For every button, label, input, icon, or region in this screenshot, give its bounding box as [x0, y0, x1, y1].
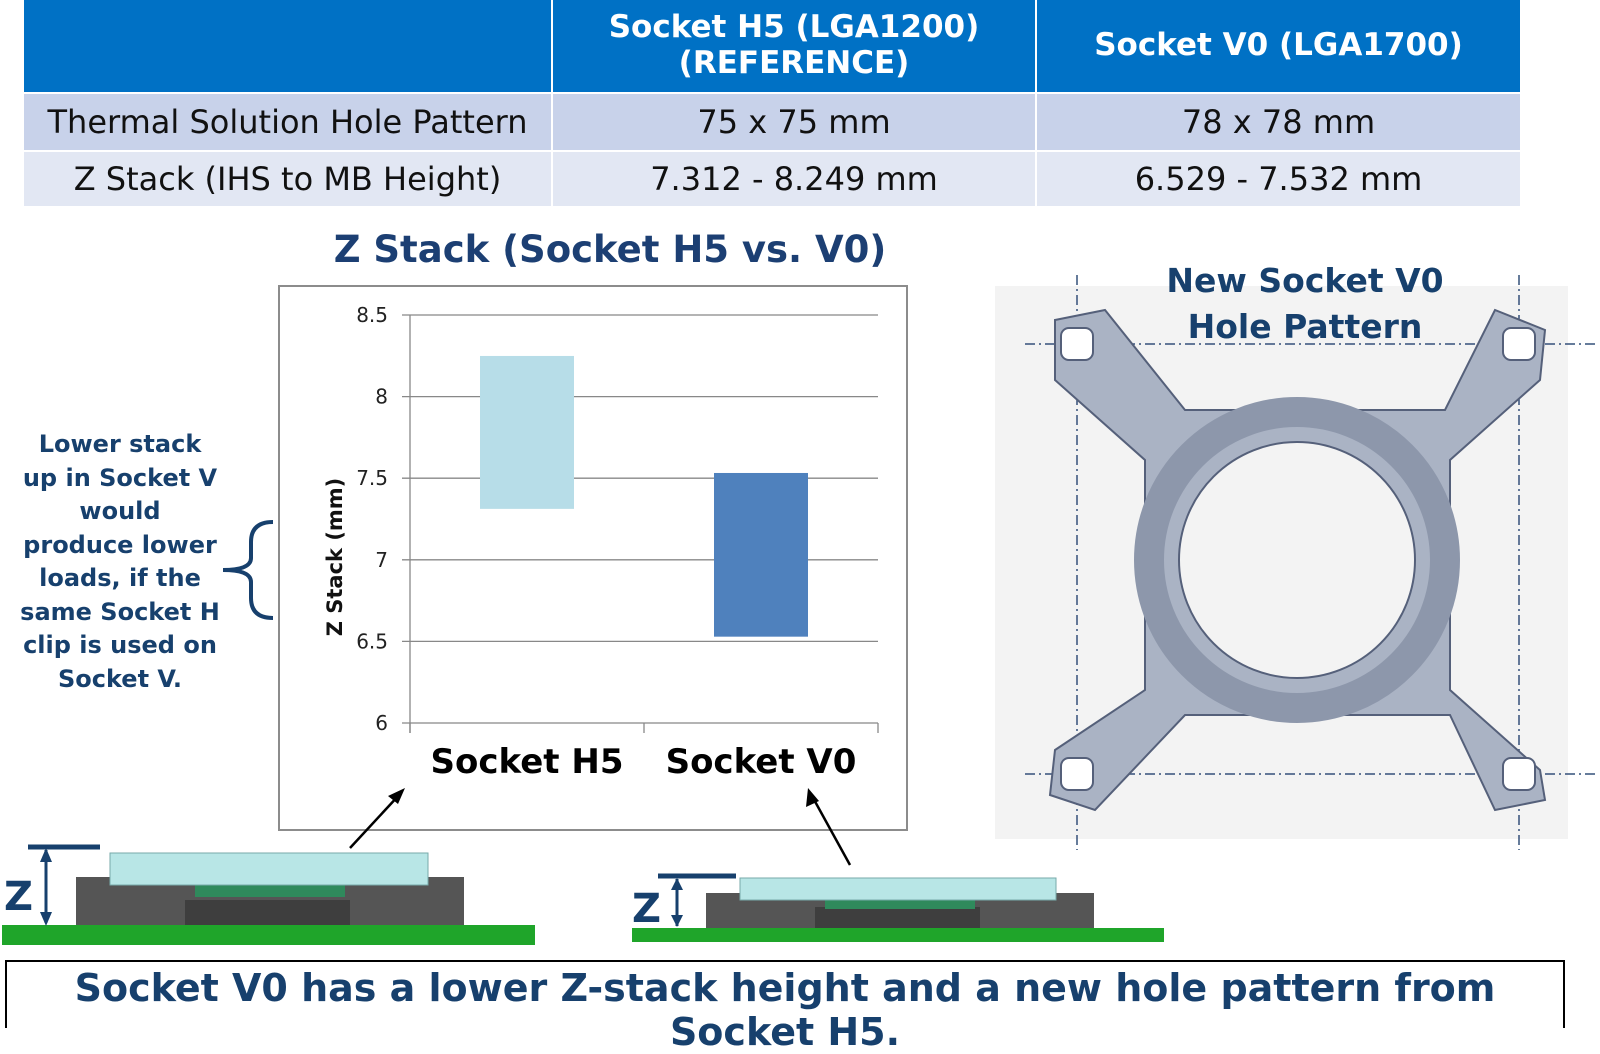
- y-tick-label: 7.5: [356, 466, 388, 490]
- pointer-arrows: [349, 788, 852, 866]
- hole-pattern-title: New Socket V0 Hole Pattern: [1140, 258, 1470, 350]
- row-h5-value: 75 x 75 mm: [553, 94, 1035, 150]
- socket-h5-side-view: Z: [2, 844, 535, 945]
- arrow-to-v0: [810, 795, 852, 866]
- bar-socket-v0: [714, 472, 808, 637]
- bracket-drawing: [1025, 275, 1595, 850]
- row-h5-value: 7.312 - 8.249 mm: [553, 152, 1035, 206]
- y-tick-label: 6: [375, 711, 388, 735]
- hole-pattern-title-line2: Hole Pattern: [1187, 307, 1423, 346]
- row-v0-value: 78 x 78 mm: [1037, 94, 1520, 150]
- row-label: Z Stack (IHS to MB Height): [24, 152, 551, 206]
- header-h5-line1: Socket H5 (LGA1200): [608, 9, 980, 46]
- header-h5-line2: (REFERENCE): [678, 45, 910, 81]
- annotation-line: loads, if the: [39, 564, 201, 592]
- x-category-label: Socket H5: [431, 742, 624, 782]
- arrow-to-h5: [349, 793, 401, 849]
- annotation-text: Lower stack up in Socket V would produce lo…: [10, 428, 230, 696]
- y-tick-label: 6.5: [356, 629, 388, 653]
- table-header-v0: Socket V0 (LGA1700): [1037, 0, 1520, 92]
- table-header-h5: Socket H5 (LGA1200) (REFERENCE): [553, 0, 1035, 92]
- row-label: Thermal Solution Hole Pattern: [24, 94, 551, 150]
- annotation-line: produce lower: [23, 530, 217, 559]
- y-tick-label: 8: [375, 385, 388, 409]
- y-axis-label: Z Stack (mm): [323, 478, 347, 637]
- annotation-line: clip is used on: [23, 631, 217, 659]
- y-tick-label: 8.5: [356, 303, 388, 327]
- annotation-line: Lower stack: [38, 430, 202, 458]
- chart-title: Z Stack (Socket H5 vs. V0): [333, 228, 887, 271]
- hole-pattern-title-line1: New Socket V0: [1166, 261, 1444, 300]
- x-category-label: Socket V0: [666, 742, 857, 782]
- annotation-line: Socket V.: [57, 664, 183, 693]
- annotation-line: would: [79, 497, 161, 525]
- y-tick-label: 7: [375, 548, 388, 572]
- annotation-line: up in Socket V: [22, 463, 218, 492]
- bar-socket-h5: [480, 355, 574, 509]
- summary-banner: Socket V0 has a lower Z-stack height and…: [5, 960, 1565, 1054]
- table-header-empty: [24, 0, 551, 92]
- curly-brace-icon: [222, 520, 274, 620]
- row-v0-value: 6.529 - 7.532 mm: [1037, 152, 1520, 206]
- z-label: Z: [4, 874, 33, 920]
- socket-v0-side-view: Z: [632, 873, 1164, 942]
- annotation-line: same Socket H: [20, 597, 220, 626]
- z-label: Z: [632, 886, 661, 932]
